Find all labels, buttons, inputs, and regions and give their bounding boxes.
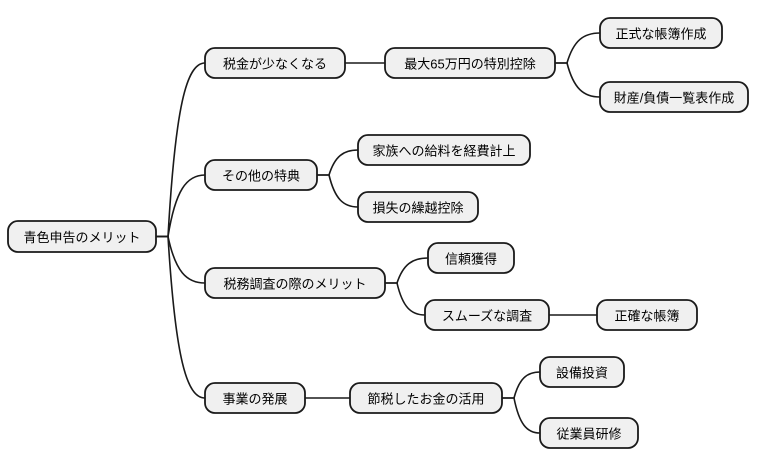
mindmap-node-formal-bookkeeping[interactable]: 正式な帳簿作成 [599, 17, 723, 49]
mindmap-node-asset-liability-list[interactable]: 財産/負債一覧表作成 [599, 81, 749, 113]
mindmap-node-tax-audit-merit[interactable]: 税務調査の際のメリット [204, 267, 386, 299]
node-box-family-salary-expense[interactable] [357, 134, 531, 166]
node-box-tax-reduction[interactable] [204, 47, 346, 79]
node-box-tax-audit-merit[interactable] [204, 267, 386, 299]
node-box-root[interactable] [7, 220, 157, 253]
connector-root-to-other-benefits [155, 174, 206, 238]
node-label-equipment-investment: 設備投資 [556, 366, 608, 381]
node-label-smooth-audit: スムーズな調査 [442, 309, 532, 324]
node-box-asset-liability-list[interactable] [599, 81, 749, 113]
node-label-root: 青色申告のメリット [23, 230, 140, 245]
mindmap-node-loss-carryover[interactable]: 損失の繰越控除 [357, 191, 479, 223]
node-label-loss-carryover: 損失の繰越控除 [372, 201, 463, 216]
mindmap-node-special-deduction[interactable]: 最大65万円の特別控除 [384, 47, 556, 79]
node-label-tax-reduction: 税金が少なくなる [223, 57, 327, 72]
connector-other-benefits-to-family-salary-expense [316, 149, 359, 176]
mindmap-node-saved-money-use[interactable]: 節税したお金の活用 [349, 382, 503, 414]
connector-root-to-business-growth [155, 235, 206, 399]
node-box-formal-bookkeeping[interactable] [599, 17, 723, 49]
node-box-business-growth[interactable] [204, 382, 306, 414]
mindmap-node-other-benefits[interactable]: その他の特典 [204, 159, 318, 191]
connector-tax-audit-merit-to-smooth-audit [384, 282, 426, 316]
connector-tax-audit-merit-to-trust-gain [384, 257, 429, 284]
node-box-smooth-audit[interactable] [424, 299, 550, 331]
connector-root-to-tax-audit-merit [155, 235, 206, 284]
node-label-other-benefits: その他の特典 [222, 169, 300, 184]
mindmap-node-root[interactable]: 青色申告のメリット [7, 220, 157, 253]
connector-saved-money-use-to-employee-training [501, 397, 541, 434]
node-label-employee-training: 従業員研修 [556, 427, 621, 442]
node-label-formal-bookkeeping: 正式な帳簿作成 [615, 27, 706, 42]
mindmap-node-family-salary-expense[interactable]: 家族への給料を経費計上 [357, 134, 531, 166]
node-label-special-deduction: 最大65万円の特別控除 [404, 57, 535, 72]
node-label-saved-money-use: 節税したお金の活用 [367, 392, 484, 407]
node-box-other-benefits[interactable] [204, 159, 318, 191]
node-label-business-growth: 事業の発展 [222, 392, 287, 407]
mindmap-node-accurate-books[interactable]: 正確な帳簿 [596, 299, 698, 331]
connector-special-deduction-to-formal-bookkeeping [554, 32, 601, 64]
connector-special-deduction-to-asset-liability-list [554, 62, 601, 98]
node-box-saved-money-use[interactable] [349, 382, 503, 414]
node-box-employee-training[interactable] [539, 417, 639, 449]
connector-layer [155, 32, 601, 434]
node-box-special-deduction[interactable] [384, 47, 556, 79]
mindmap-node-smooth-audit[interactable]: スムーズな調査 [424, 299, 550, 331]
connector-root-to-tax-reduction [155, 62, 206, 238]
mindmap-node-employee-training[interactable]: 従業員研修 [539, 417, 639, 449]
mindmap-node-business-growth[interactable]: 事業の発展 [204, 382, 306, 414]
node-label-accurate-books: 正確な帳簿 [614, 309, 679, 324]
node-label-family-salary-expense: 家族への給料を経費計上 [372, 144, 515, 159]
mindmap-node-tax-reduction[interactable]: 税金が少なくなる [204, 47, 346, 79]
node-label-asset-liability-list: 財産/負債一覧表作成 [614, 91, 735, 106]
connector-other-benefits-to-loss-carryover [316, 174, 359, 208]
mindmap-node-equipment-investment[interactable]: 設備投資 [539, 356, 625, 388]
node-box-accurate-books[interactable] [596, 299, 698, 331]
node-label-trust-gain: 信頼獲得 [445, 252, 497, 267]
connector-saved-money-use-to-equipment-investment [501, 371, 541, 399]
mindmap-node-trust-gain[interactable]: 信頼獲得 [427, 242, 515, 274]
node-box-equipment-investment[interactable] [539, 356, 625, 388]
node-box-trust-gain[interactable] [427, 242, 515, 274]
node-label-tax-audit-merit: 税務調査の際のメリット [223, 277, 366, 292]
node-box-loss-carryover[interactable] [357, 191, 479, 223]
